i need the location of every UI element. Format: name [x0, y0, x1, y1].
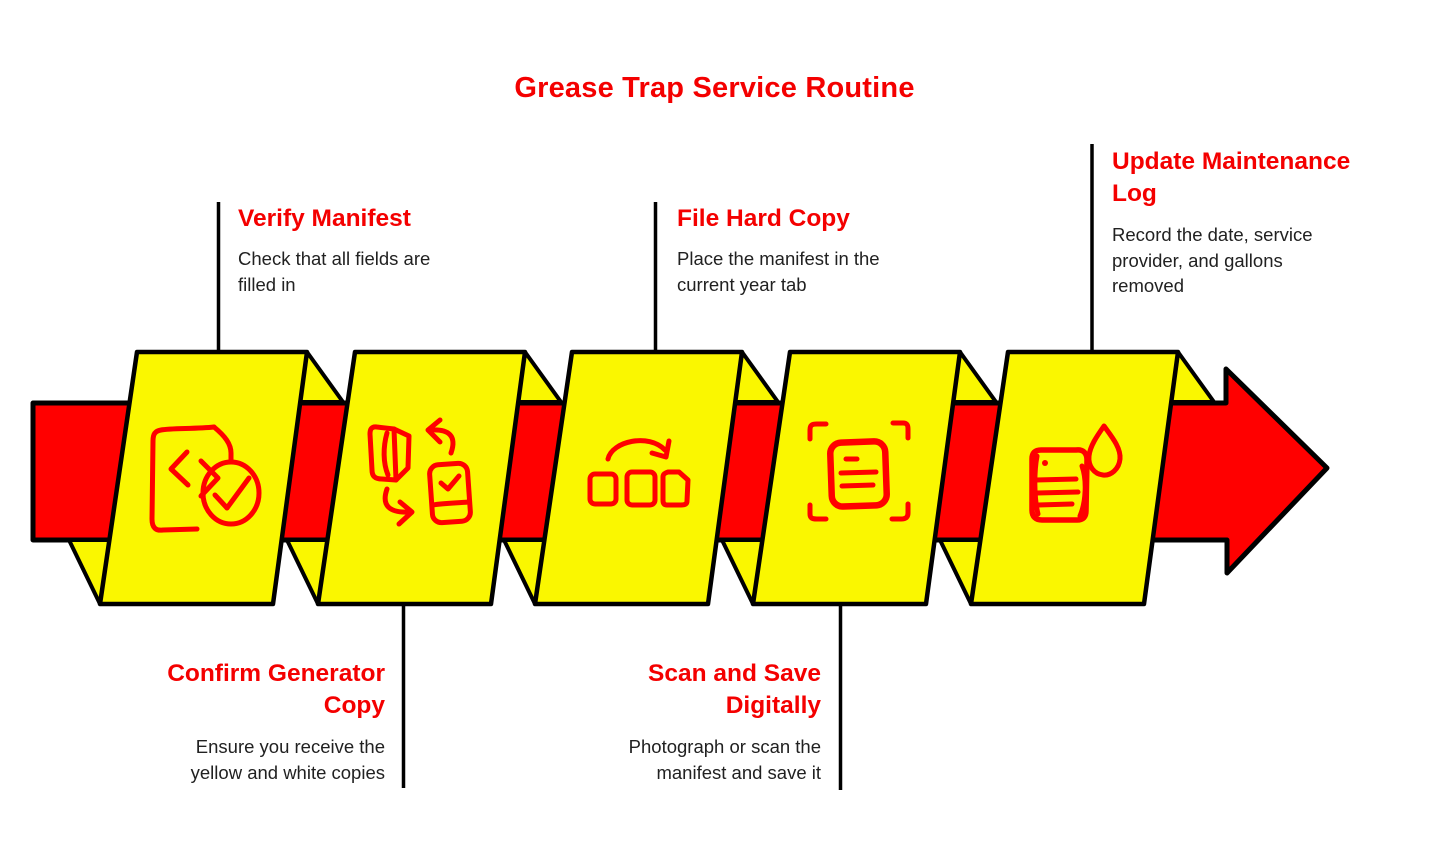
step-label-verify-manifest: Verify Manifest Check that all fields ar…: [238, 203, 478, 298]
step-heading: Verify Manifest: [238, 205, 411, 232]
step-panel-2: [315, 349, 528, 607]
log-droplet-icon: [1029, 423, 1123, 523]
step-label-update-maintenance-log: Update Maintenance Log Record the date, …: [1112, 146, 1384, 299]
document-code-check-icon: [149, 424, 262, 533]
copy-exchange-icon: [367, 417, 473, 527]
step-heading: Update Maintenance Log: [1112, 148, 1351, 208]
page-title: Grease Trap Service Routine: [514, 72, 915, 104]
bottom-fold-triangles: [67, 538, 983, 606]
file-cards-arrow-icon: [587, 438, 691, 508]
step-description: Record the date, service provider, and g…: [1112, 223, 1313, 297]
step-heading: Confirm Generator Copy: [167, 660, 385, 720]
step-label-file-hard-copy: File Hard Copy Place the manifest in the…: [677, 203, 927, 298]
step-panel-1: [97, 349, 310, 607]
step-description: Photograph or scan the manifest and save…: [628, 735, 821, 783]
step-description: Place the manifest in the current year t…: [677, 248, 880, 296]
step-panel-3: [532, 349, 745, 607]
step-heading: File Hard Copy: [677, 205, 850, 232]
step-label-confirm-generator-copy: Confirm Generator Copy Ensure you receiv…: [145, 658, 385, 785]
top-fold-triangles: [298, 350, 1216, 404]
step-description: Check that all fields are filled in: [238, 248, 431, 296]
step-description: Ensure you receive the yellow and white …: [190, 735, 385, 783]
step-heading: Scan and Save Digitally: [648, 660, 821, 720]
step-panel-4: [750, 349, 963, 607]
scan-document-icon: [807, 420, 911, 522]
connector-lines: [216, 144, 1094, 790]
step-panels: [97, 349, 1181, 607]
step-label-scan-and-save: Scan and Save Digitally Photograph or sc…: [600, 658, 821, 785]
